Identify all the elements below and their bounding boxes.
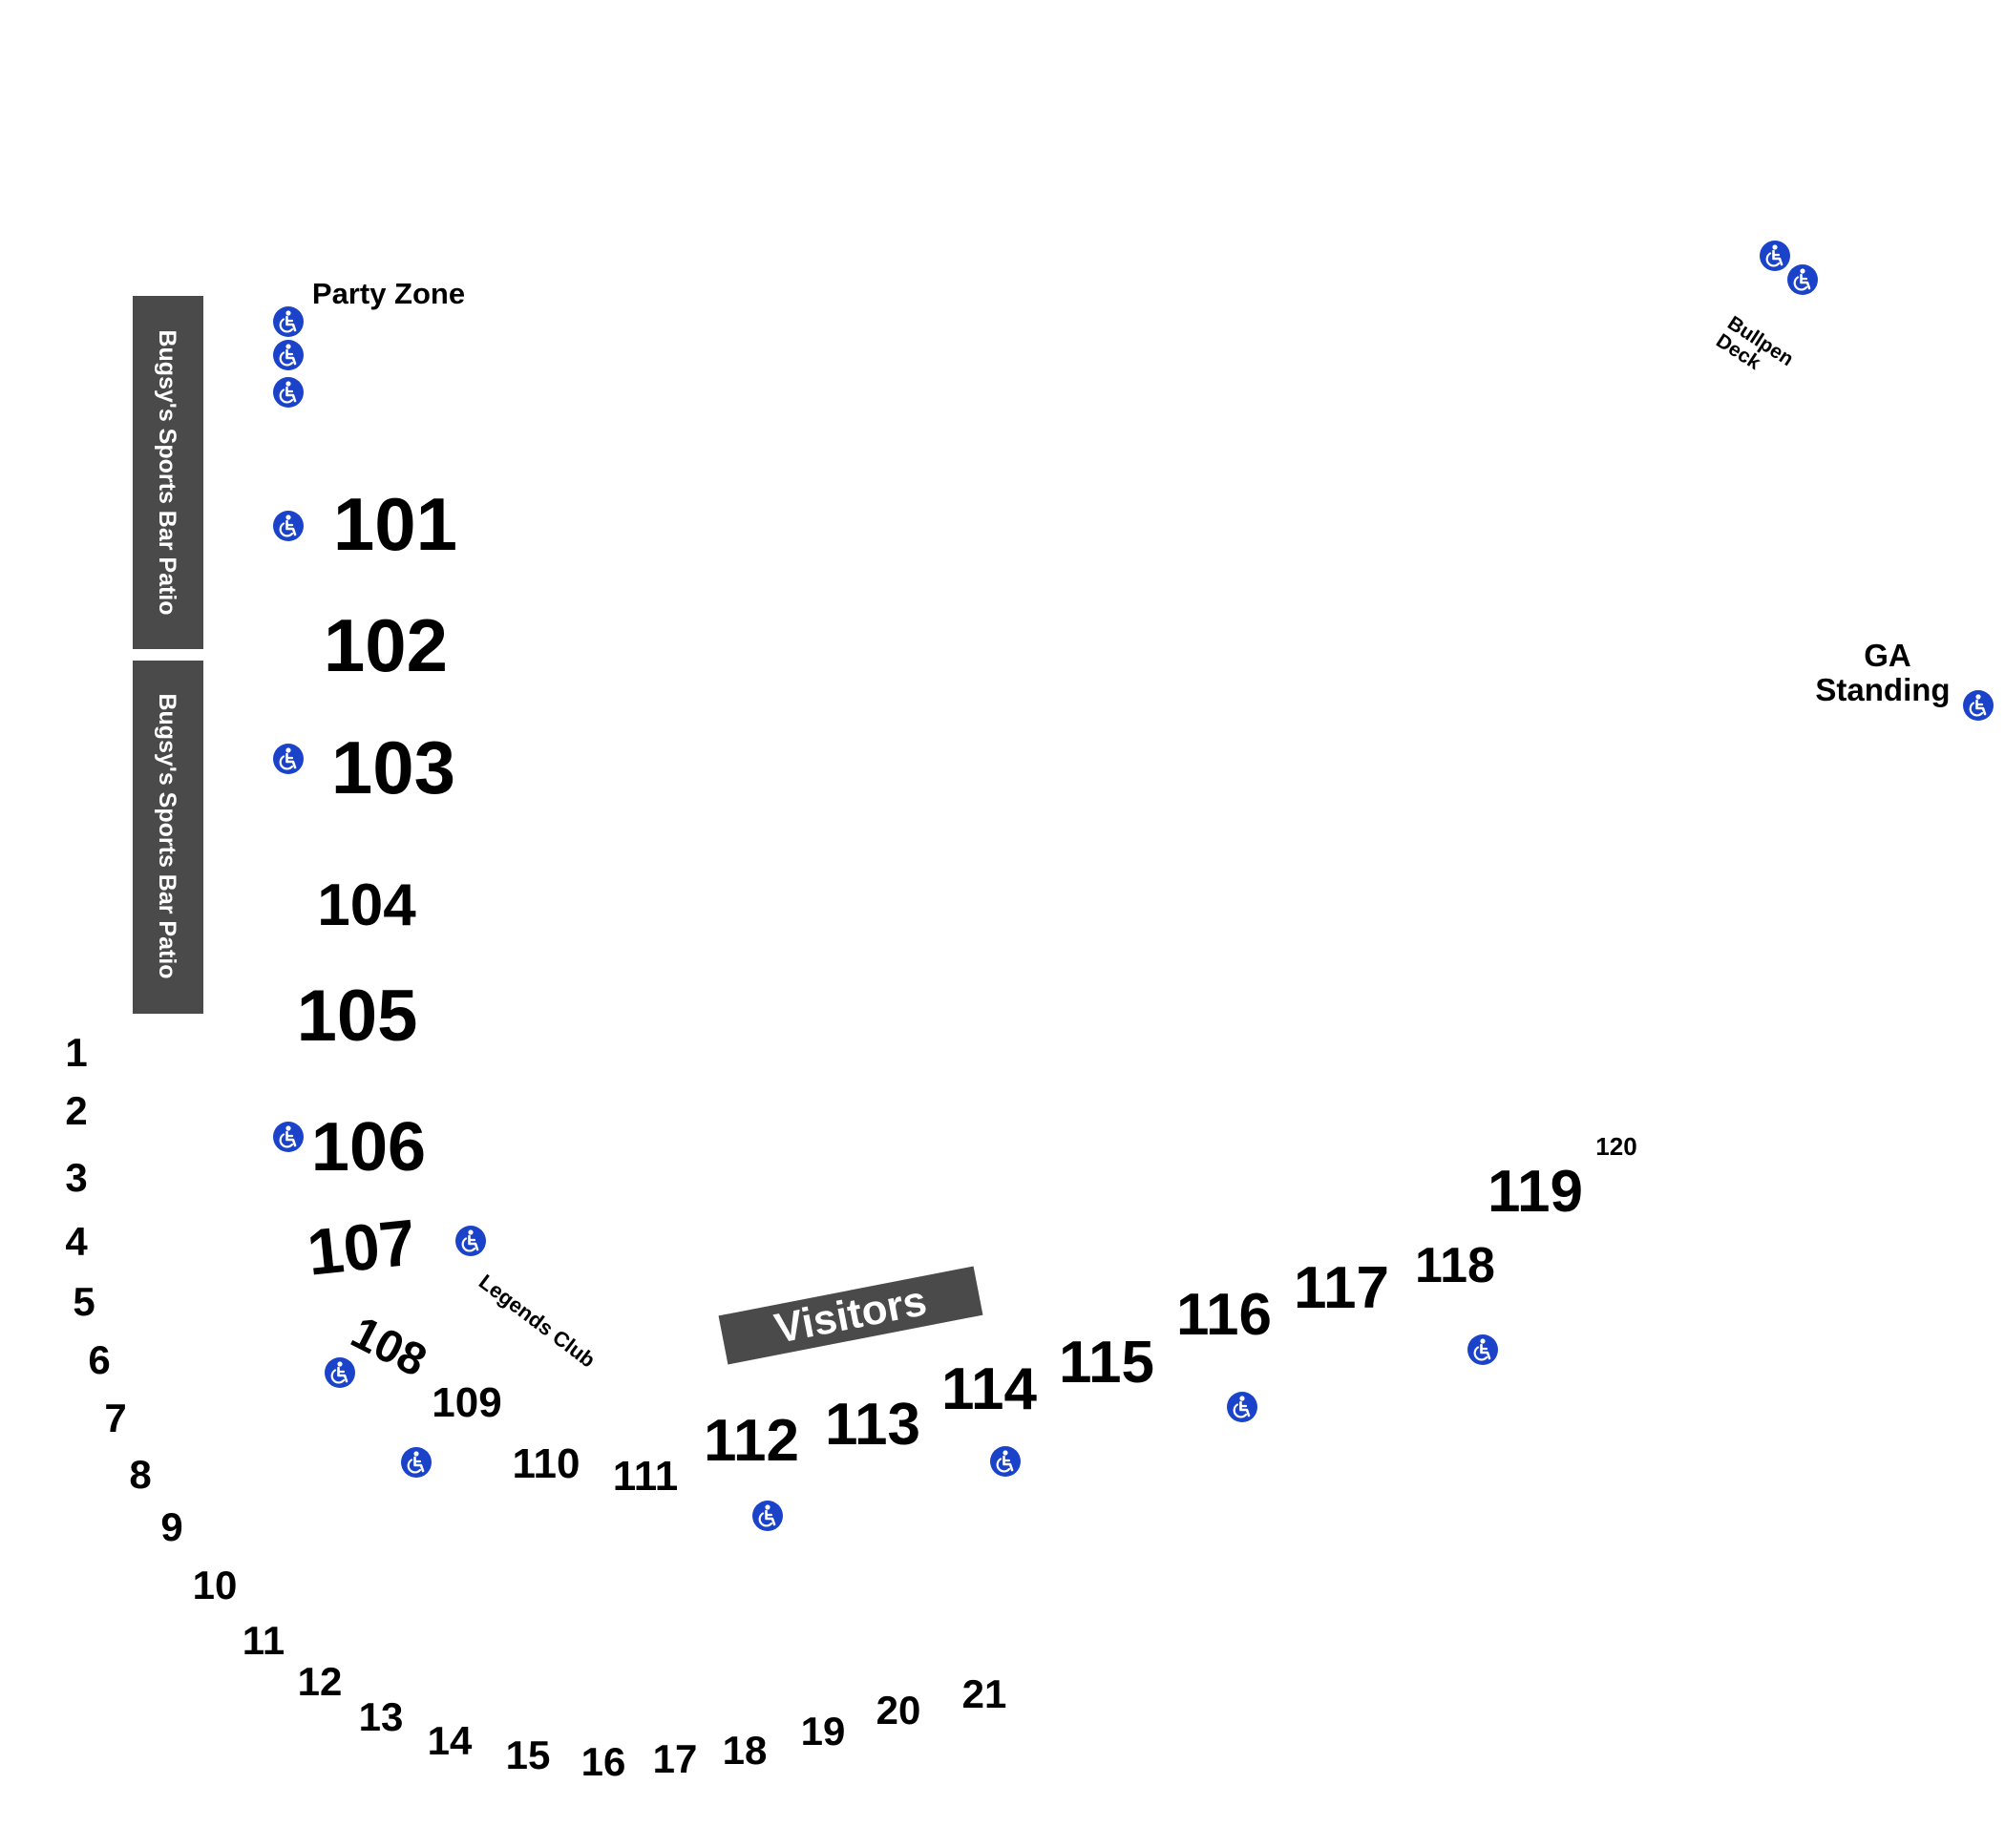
wheelchair-icon[interactable]	[271, 375, 306, 410]
bugsys-patio-lower-label: Bugsy's Sports Bar Patio	[154, 693, 180, 978]
section-15[interactable]: 15	[506, 1732, 551, 1777]
bullpen-deck-label[interactable]: Bullpen Deck	[1712, 312, 1797, 388]
section-20[interactable]: 20	[876, 1688, 921, 1732]
section-112[interactable]: 112	[704, 1408, 799, 1474]
bugsys-patio-upper[interactable]: Bugsy's Sports Bar Patio	[133, 296, 203, 649]
section-104[interactable]: 104	[317, 872, 416, 938]
wheelchair-icon[interactable]	[750, 1499, 785, 1533]
wheelchair-icon[interactable]	[988, 1444, 1023, 1479]
section-117[interactable]: 117	[1294, 1255, 1389, 1321]
section-101[interactable]: 101	[333, 482, 457, 566]
section-102[interactable]: 102	[324, 603, 448, 687]
wheelchair-icon[interactable]	[1785, 262, 1820, 297]
section-120[interactable]: 120	[1595, 1132, 1636, 1161]
section-4[interactable]: 4	[65, 1219, 88, 1264]
section-17[interactable]: 17	[653, 1736, 698, 1781]
section-111[interactable]: 111	[613, 1453, 679, 1500]
party-zone-label[interactable]: Party Zone	[312, 277, 465, 310]
section-108[interactable]: 108	[343, 1307, 433, 1387]
section-103[interactable]: 103	[331, 725, 455, 809]
section-8[interactable]: 8	[129, 1452, 151, 1497]
wheelchair-icon[interactable]	[271, 304, 306, 339]
section-10[interactable]: 10	[193, 1563, 238, 1607]
section-12[interactable]: 12	[298, 1659, 343, 1704]
svg-text:GA: GA	[1864, 638, 1911, 673]
section-118[interactable]: 118	[1415, 1238, 1495, 1293]
wheelchair-icon[interactable]	[1758, 239, 1792, 273]
wheelchair-icon[interactable]	[1466, 1333, 1500, 1367]
section-113[interactable]: 113	[825, 1392, 920, 1458]
section-18[interactable]: 18	[723, 1728, 768, 1773]
section-13[interactable]: 13	[359, 1694, 404, 1739]
wheelchair-icon[interactable]	[271, 338, 306, 372]
bugsys-patio-upper-label: Bugsy's Sports Bar Patio	[154, 329, 180, 615]
wheelchair-icon[interactable]	[323, 1355, 357, 1390]
section-116[interactable]: 116	[1176, 1282, 1272, 1348]
visitors-dugout[interactable]: Visitors	[718, 1266, 983, 1365]
section-3[interactable]: 3	[65, 1155, 87, 1200]
section-110[interactable]: 110	[513, 1440, 580, 1487]
wheelchair-icon[interactable]	[271, 509, 306, 543]
svg-text:Standing: Standing	[1815, 672, 1950, 707]
wheelchair-icon[interactable]	[454, 1224, 488, 1258]
section-109[interactable]: 109	[432, 1379, 501, 1426]
section-14[interactable]: 14	[428, 1718, 473, 1763]
ga-standing-label[interactable]: GA Standing	[1815, 638, 1950, 707]
section-7[interactable]: 7	[104, 1396, 126, 1440]
section-1[interactable]: 1	[65, 1030, 87, 1075]
section-114[interactable]: 114	[941, 1356, 1038, 1422]
section-9[interactable]: 9	[160, 1504, 182, 1549]
wheelchair-icon[interactable]	[1961, 688, 1995, 723]
wheelchair-icon[interactable]	[399, 1445, 433, 1480]
section-11[interactable]: 11	[243, 1618, 285, 1663]
section-5[interactable]: 5	[73, 1279, 95, 1324]
section-19[interactable]: 19	[801, 1709, 846, 1754]
wheelchair-icon[interactable]	[271, 742, 306, 776]
wheelchair-icon[interactable]	[1225, 1390, 1259, 1424]
visitors-label: Visitors	[770, 1277, 930, 1353]
section-6[interactable]: 6	[88, 1337, 110, 1382]
section-16[interactable]: 16	[581, 1739, 626, 1784]
wheelchair-icon[interactable]	[271, 1120, 306, 1154]
section-115[interactable]: 115	[1059, 1330, 1154, 1396]
section-107[interactable]: 107	[304, 1206, 419, 1289]
bugsys-patio-lower[interactable]: Bugsy's Sports Bar Patio	[133, 661, 203, 1014]
section-106[interactable]: 106	[311, 1109, 426, 1186]
section-105[interactable]: 105	[297, 976, 418, 1057]
legends-club-label[interactable]: Legends Club	[475, 1270, 600, 1373]
section-21[interactable]: 21	[962, 1671, 1007, 1716]
section-2[interactable]: 2	[65, 1088, 87, 1133]
section-119[interactable]: 119	[1488, 1159, 1583, 1225]
